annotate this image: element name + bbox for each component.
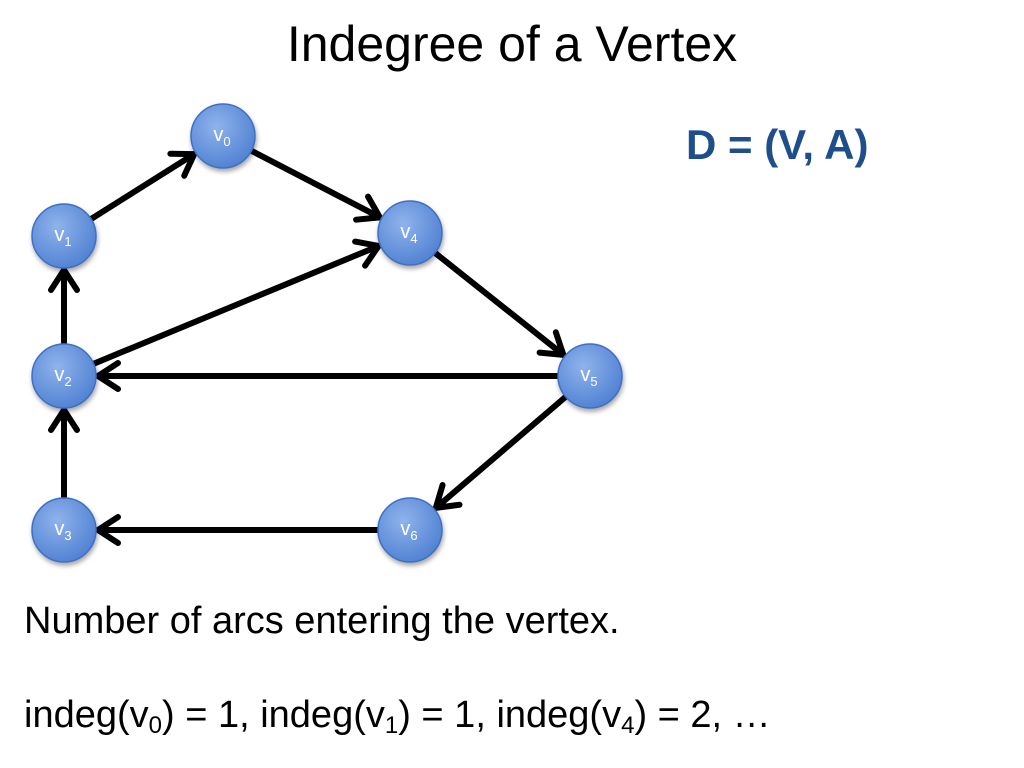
- vertex-v4: v4: [377, 200, 443, 266]
- vertex-v0: v0: [190, 103, 256, 169]
- arc-v1-v0: [86, 150, 198, 224]
- arc-v3-v2: [48, 407, 80, 503]
- arc-v5-v2: [95, 360, 563, 392]
- vertex-v5: v5: [557, 343, 623, 409]
- vertex-label-v6: v6: [400, 518, 417, 543]
- vertex-v3: v3: [31, 497, 97, 563]
- vertex-label-v2: v2: [54, 364, 71, 389]
- vertex-v1: v1: [31, 203, 97, 269]
- arc-v2-v4: [88, 238, 382, 368]
- vertex-v6: v6: [377, 497, 443, 563]
- arc-v5-v6: [432, 392, 571, 511]
- vertex-v2: v2: [31, 343, 97, 409]
- vertex-label-v5: v5: [580, 364, 597, 389]
- indeg-item-4: indeg(v4) = 2, …: [496, 694, 771, 739]
- arc-v2-v1: [48, 267, 80, 349]
- slide-title: Indegree of a Vertex: [286, 16, 738, 72]
- arc-v6-v3: [95, 514, 383, 546]
- indegree-examples: indeg(v0) = 1, indeg(v1) = 1, indeg(v4) …: [24, 690, 771, 740]
- arc-layer: [48, 146, 571, 546]
- vertex-label-v3: v3: [54, 518, 71, 543]
- vertex-label-v1: v1: [54, 224, 71, 249]
- indegree-definition-text: Number of arcs entering the vertex.: [24, 600, 620, 642]
- arc-v4-v5: [430, 248, 567, 358]
- vertex-label-v4: v4: [400, 221, 417, 246]
- indeg-item-0: indeg(v0) = 1,: [24, 694, 261, 739]
- vertex-layer: v0 v1 v2 v3 v4 v5 v6: [31, 103, 623, 563]
- digraph-definition: D = (V, A): [686, 121, 869, 168]
- indeg-item-1: indeg(v1) = 1,: [260, 694, 497, 739]
- directed-graph: v0 v1 v2 v3 v4 v5 v6: [31, 103, 623, 563]
- arc-v0-v4: [246, 146, 383, 223]
- vertex-label-v0: v0: [213, 124, 230, 149]
